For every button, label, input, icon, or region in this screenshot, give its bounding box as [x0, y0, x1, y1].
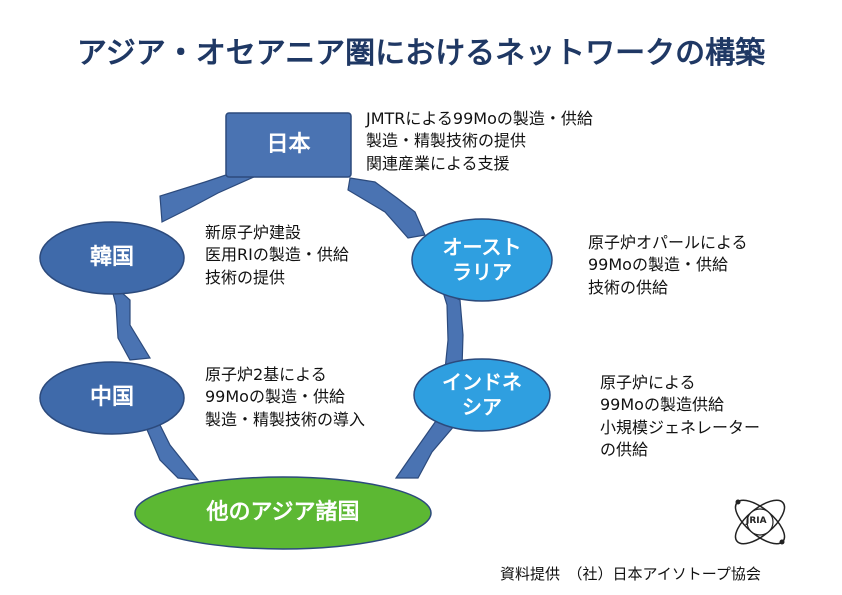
page-title: アジア・オセアニア圏におけるネットワークの構築 — [76, 36, 766, 71]
node-australia — [411, 218, 553, 302]
node-indonesia — [413, 358, 551, 432]
node-australia-label: オースト ラリア — [442, 235, 522, 284]
desc-indonesia: 原子炉による 99Moの製造供給 小規模ジェネレーター の供給 — [600, 373, 761, 460]
desc-japan: JMTRによる99Moの製造・供給 製造・精製技術の提供 関連産業による支援 — [366, 109, 593, 173]
connector-korea-china — [108, 280, 152, 361]
connector-japan-australia — [347, 177, 426, 239]
node-other-asia-label: 他のアジア諸国 — [206, 500, 360, 526]
node-indonesia-label: インドネ シア — [442, 370, 522, 419]
jria-logo-text: JRIA — [746, 516, 767, 526]
node-korea-label: 韓国 — [89, 245, 134, 271]
desc-china: 原子炉2基による 99Moの製造・供給 製造・精製技術の導入 — [205, 365, 366, 429]
desc-australia: 原子炉オパールによる 99Moの製造・供給 技術の供給 — [588, 233, 748, 297]
node-china — [39, 361, 185, 435]
connector-china-other — [144, 424, 200, 481]
jria-logo — [734, 499, 786, 545]
node-japan — [225, 112, 352, 178]
node-other-asia — [134, 476, 432, 550]
node-japan-label: 日本 — [266, 132, 311, 158]
desc-korea: 新原子炉建設 医用RIの製造・供給 技術の提供 — [205, 223, 349, 287]
credit-text: 資料提供 （社）日本アイソトープ協会 — [500, 565, 761, 583]
node-korea — [39, 221, 185, 295]
node-china-label: 中国 — [89, 385, 134, 411]
